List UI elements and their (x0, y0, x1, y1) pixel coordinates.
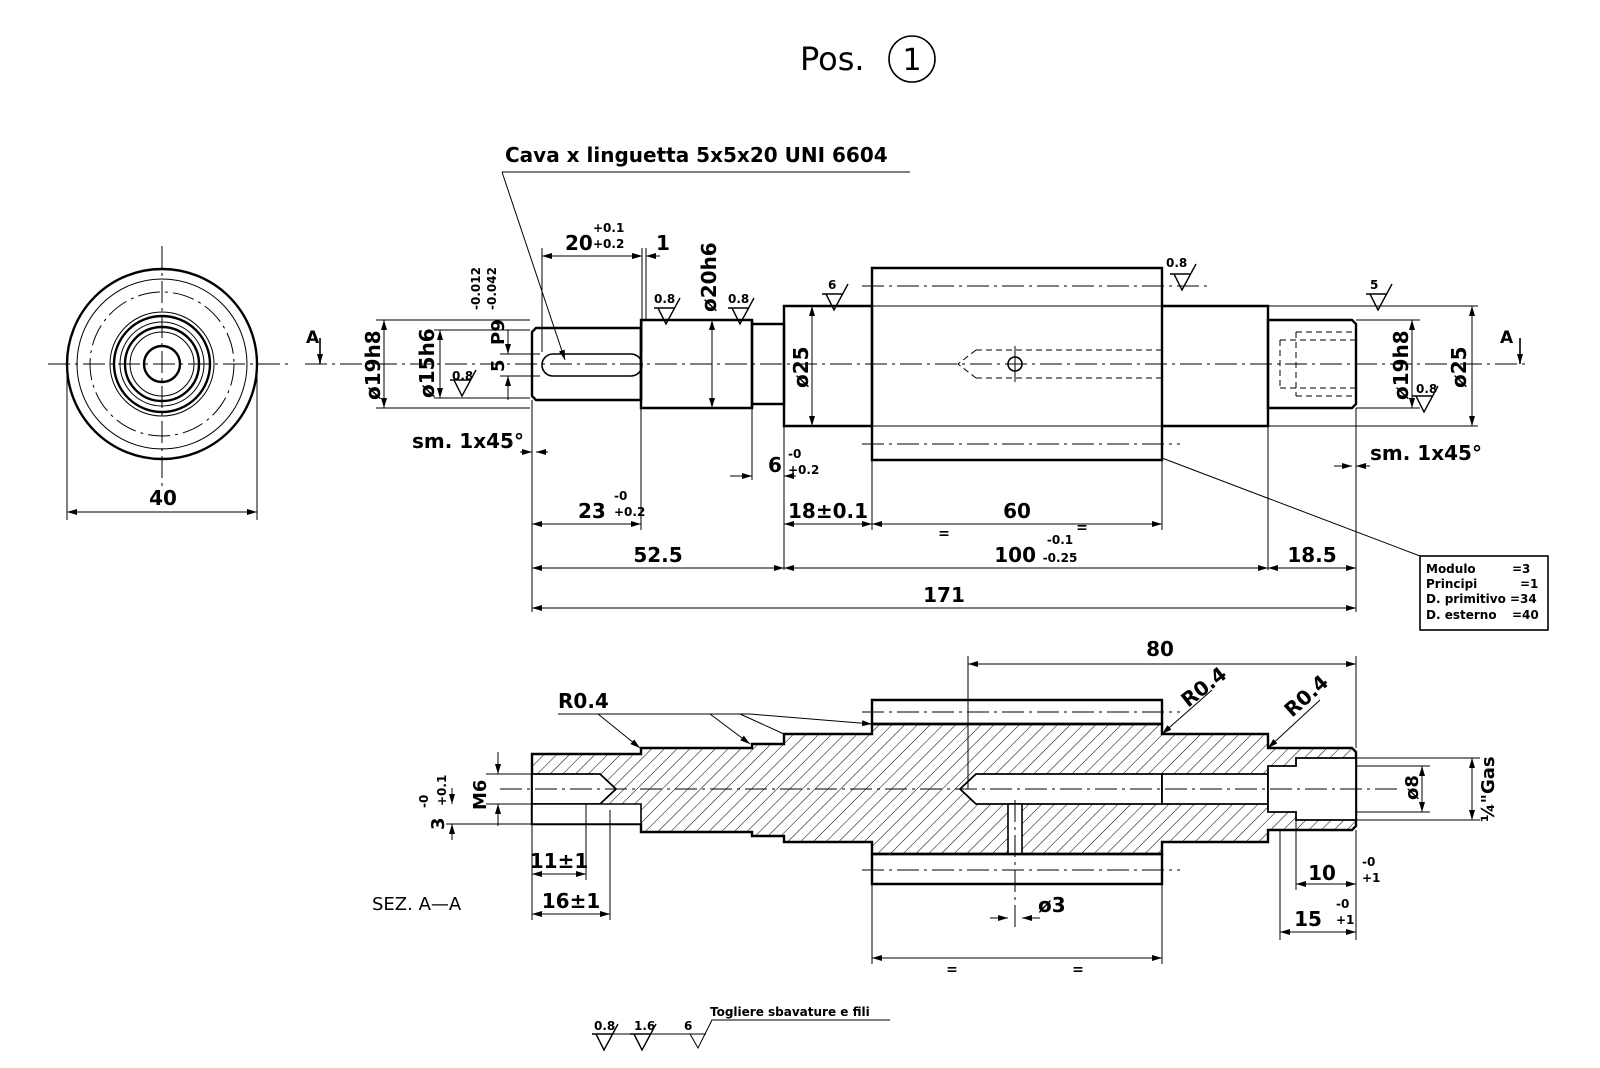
dim-len-6-lower: +0.2 (788, 463, 819, 477)
dim-len-60: 60 (1003, 499, 1031, 523)
dim-len-3: 3 (428, 817, 449, 830)
title-prefix: Pos. (800, 40, 865, 78)
dim-eq-2: = (1076, 520, 1088, 536)
dim-len-23-upper: -0 (614, 489, 627, 503)
note-rough-3: 6 (684, 1019, 692, 1033)
dim-len-20: 20 (565, 231, 593, 255)
key-note: Cava x linguetta 5x5x20 UNI 6604 (505, 143, 888, 167)
gear-row-value: =34 (1510, 592, 1537, 606)
r-mid: R0.4 (1176, 662, 1231, 712)
dim-len-1: 1 (656, 231, 670, 255)
gear-row-label: Modulo (1426, 562, 1476, 576)
dim-len-11: 11±1 (530, 849, 589, 873)
dim-len-15: 15 (1294, 907, 1322, 931)
rough-right-journal: 5 (1370, 278, 1378, 292)
end-view-dim-40: 40 (149, 486, 177, 510)
eq-bottom-2: = (1072, 962, 1084, 978)
dim-len-20-upper: +0.1 (593, 221, 624, 235)
section-mark-left: A (306, 328, 320, 348)
dim-len-23: 23 (578, 499, 606, 523)
section-mark-right: A (1500, 328, 1514, 348)
r-right: R0.4 (1279, 670, 1333, 722)
general-note: 0.8 1.6 6 Togliere sbavature e fili (591, 1005, 890, 1051)
rough-worm: 0.8 (1166, 256, 1187, 270)
r-left: R0.4 (558, 689, 609, 713)
dim-d15h6: ø15h6 (415, 328, 439, 398)
dim-d3: ø3 (1038, 893, 1066, 917)
dim-len-10-lower: +1 (1362, 871, 1380, 885)
eq-bottom-1: = (946, 962, 958, 978)
gear-row-label: D. esterno (1426, 608, 1497, 622)
rough-ø20-b: 0.8 (728, 292, 749, 306)
dim-len-52-5: 52.5 (633, 543, 682, 567)
dim-d25-left: ø25 (789, 346, 813, 388)
dim-p9-upper: -0.012 (469, 267, 483, 310)
rough-ø20: 0.8 (654, 292, 675, 306)
gear-row-value: =1 (1520, 577, 1538, 591)
dim-len-10: 10 (1308, 861, 1336, 885)
section-view: 80 R0.4 R0.4 R0.4 M6 3 -0 +0.1 11±1 16±1 (372, 637, 1499, 978)
end-view: 40 (48, 246, 290, 520)
title-number: 1 (902, 43, 921, 78)
rough-ø25-left: 6 (828, 278, 836, 292)
dim-len-3-lower: +0.1 (435, 775, 449, 806)
dim-key-width: 5 (488, 359, 509, 372)
chamfer-right: sm. 1x45° (1370, 441, 1482, 465)
dim-len-16: 16±1 (542, 889, 601, 913)
dim-len-23-lower: +0.2 (614, 505, 645, 519)
dim-len-6: 6 (768, 453, 782, 477)
dim-len-15-upper: -0 (1336, 897, 1349, 911)
gear-row-label: D. primitivo (1426, 592, 1506, 606)
front-view: A A Cava x linguetta 5x5x20 UNI 6604 (305, 143, 1530, 612)
dim-d8: ø8 (1402, 775, 1423, 800)
dim-len-15-lower: +1 (1336, 913, 1354, 927)
dim-len-80: 80 (1146, 637, 1174, 661)
rough-left: 0.8 (452, 369, 473, 383)
dim-len-3-upper: -0 (417, 795, 431, 808)
gear-row-value: =3 (1512, 562, 1530, 576)
title-circle (888, 35, 936, 83)
dim-len-100-upper: -0.1 (1047, 533, 1073, 547)
dim-p9: P9 (488, 319, 509, 345)
note-rough-1: 0.8 (594, 1019, 615, 1033)
note-rough-2: 1.6 (634, 1019, 655, 1033)
gear-table: Modulo =3 Principi =1 D. primitivo =34 D… (1419, 555, 1549, 631)
dim-d25-right: ø25 (1447, 346, 1471, 388)
chamfer-left: sm. 1x45° (412, 429, 524, 453)
dim-d19h8-right: ø19h8 (1389, 330, 1413, 400)
dim-d20h6: ø20h6 (697, 242, 721, 312)
dim-eq-1: = (938, 526, 950, 542)
dim-d19h8-left: ø19h8 (361, 330, 385, 400)
dim-gas: ¼"Gas (1478, 756, 1499, 822)
dim-len-10-upper: -0 (1362, 855, 1375, 869)
dim-len-100: 100 (994, 543, 1036, 567)
section-label: SEZ. A—A (372, 894, 462, 915)
gear-row-label: Principi (1426, 577, 1477, 591)
dim-len-171: 171 (923, 583, 965, 607)
dim-len-18: 18±0.1 (788, 499, 868, 523)
dim-len-18-5: 18.5 (1287, 543, 1336, 567)
dim-len-20-lower: +0.2 (593, 237, 624, 251)
dim-len-100-lower: -0.25 (1043, 551, 1078, 565)
rough-right: 0.8 (1416, 382, 1437, 396)
gear-row-value: =40 (1512, 608, 1539, 622)
dim-len-6-upper: -0 (788, 447, 801, 461)
note-text: Togliere sbavature e fili (710, 1005, 870, 1019)
dim-m6: M6 (470, 780, 491, 810)
dim-p9-lower: -0.042 (485, 267, 499, 310)
title-block: Pos. 1 (800, 35, 936, 83)
